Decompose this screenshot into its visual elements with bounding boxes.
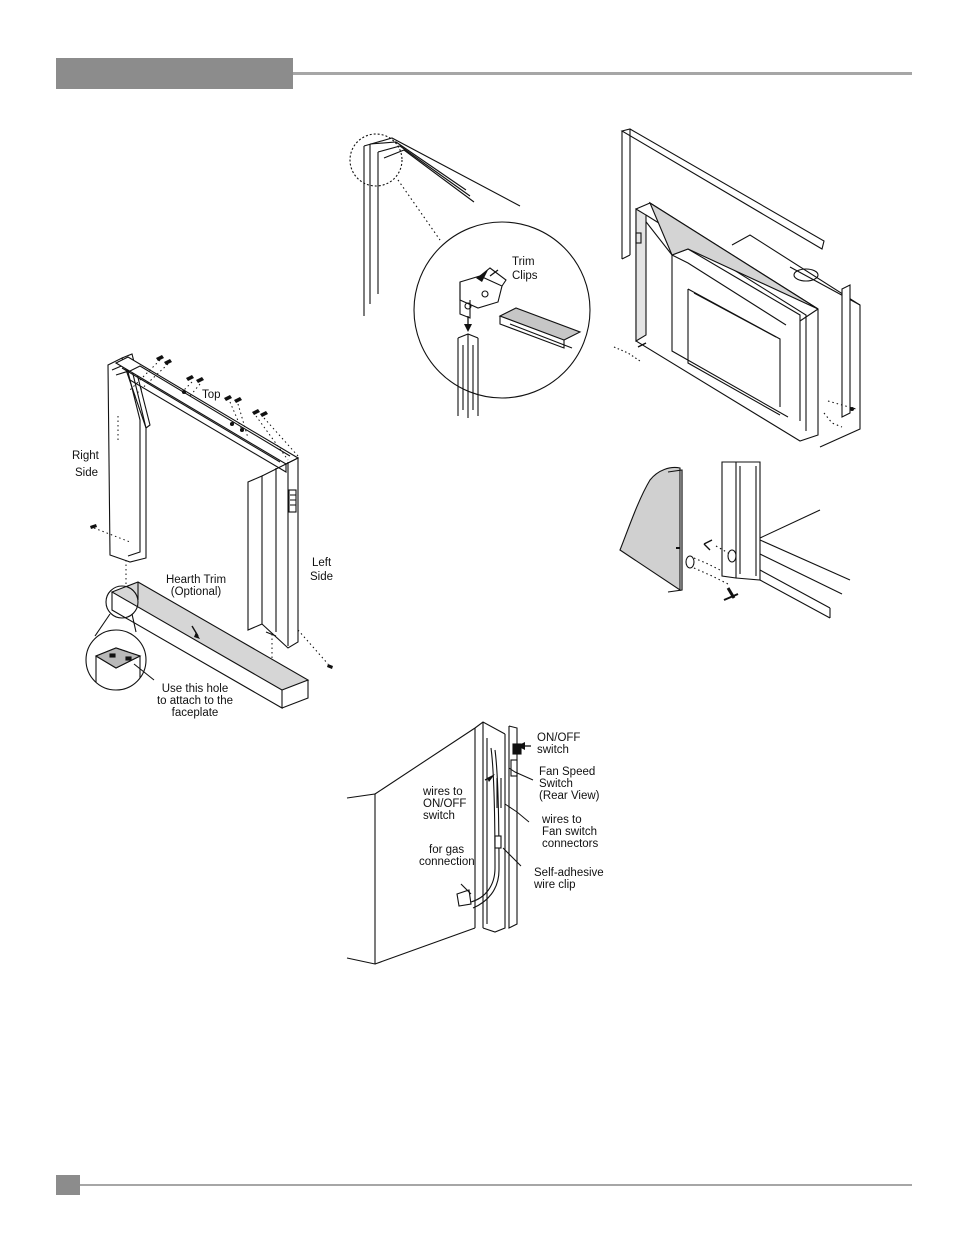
label-left: Left (312, 557, 331, 569)
footer-rule (80, 1184, 912, 1186)
label-wires-to-onoff-3: switch (423, 810, 455, 822)
label-wire-clip: wire clip (534, 879, 576, 891)
right-side-piece (108, 354, 150, 562)
label-left-side: Side (310, 571, 333, 583)
wiring-figure: ON/OFF switch Fan Speed Switch (Rear Vie… (345, 718, 635, 968)
label-wires-to-fan-3: connectors (542, 838, 598, 850)
label-gas-2: connection (419, 856, 475, 868)
header-rule (293, 72, 912, 75)
label-wires-to-fan-1: wires to (542, 814, 582, 826)
footer-tab (56, 1175, 80, 1195)
label-onoff-switch: switch (537, 744, 569, 756)
left-side-piece (248, 458, 298, 648)
label-hole-1: Use this hole (150, 683, 240, 695)
label-hole-3: faceplate (150, 707, 240, 719)
side-detail-figure (620, 460, 850, 625)
label-right: Right (72, 450, 99, 462)
label-hole-2: to attach to the (148, 695, 242, 707)
label-trim: Trim (512, 256, 535, 268)
label-wires-to-fan-2: Fan switch (542, 826, 597, 838)
label-fan-rear-view: (Rear View) (539, 790, 600, 802)
label-wires-to-onoff-1: wires to (423, 786, 463, 798)
label-onoff: ON/OFF (537, 732, 580, 744)
label-wires-to-onoff-2: ON/OFF (423, 798, 466, 810)
label-gas-1: for gas (429, 844, 464, 856)
label-fan-speed: Fan Speed (539, 766, 595, 778)
trim-clips-figure: Trim Clips (340, 120, 590, 420)
section-header-tab (56, 58, 293, 89)
frame-assembly-figure: Top Right Side Left Side Hearth Trim (Op… (50, 330, 350, 730)
label-hearth-trim: Hearth Trim (160, 574, 232, 586)
label-fan-switch: Switch (539, 778, 573, 790)
label-hearth-optional: (Optional) (160, 586, 232, 598)
label-top: Top (202, 389, 221, 401)
label-right-side: Side (75, 467, 98, 479)
faceplate-install-figure (610, 125, 860, 455)
label-self-adhesive: Self-adhesive (534, 867, 604, 879)
label-clips: Clips (512, 270, 538, 282)
